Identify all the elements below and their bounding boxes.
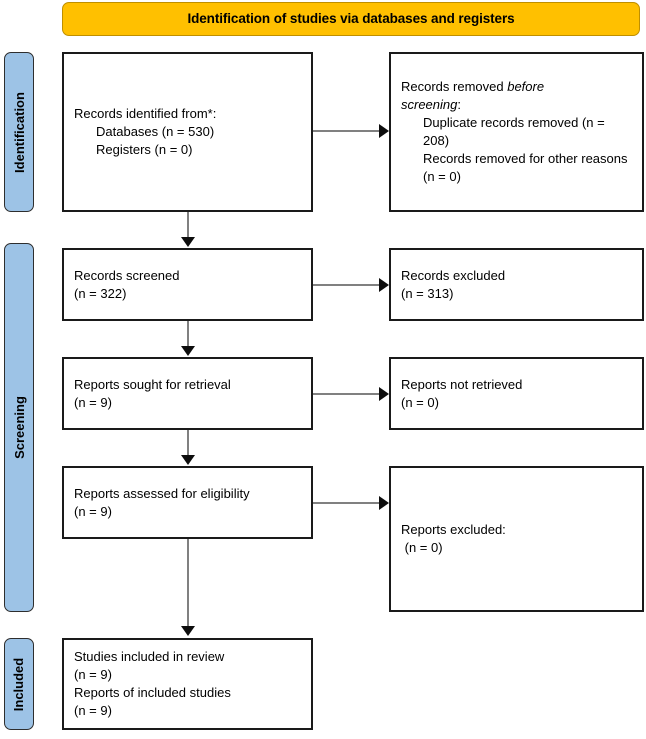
- reports-assessed-line1: Reports assessed for eligibility: [74, 485, 250, 501]
- connector-sought-to-not-retrieved-arrowhead: [379, 387, 389, 401]
- box-reports-excluded: Reports excluded: (n = 0): [389, 466, 644, 612]
- records-identified-line2: Databases (n = 530): [96, 124, 215, 139]
- connector-sought-to-assessed-line: [187, 430, 189, 456]
- connector-assessed-to-included-line: [187, 539, 189, 627]
- stage-bar-included: Included: [4, 638, 34, 730]
- connector-assessed-to-included-arrowhead: [181, 626, 195, 636]
- records-identified-line3: Registers (n = 0): [96, 142, 193, 157]
- records-removed-lead-italic-2: screening: [401, 97, 458, 112]
- records-removed-lead-colon: :: [457, 97, 461, 112]
- connector-screened-to-sought-arrowhead: [181, 346, 195, 356]
- records-removed-text: Records removed before screening: Duplicat…: [391, 78, 642, 186]
- records-screened-text: Records screened (n = 322): [64, 267, 311, 303]
- connector-assessed-to-excluded-line: [313, 502, 382, 504]
- stage-label-screening: Screening: [11, 396, 27, 459]
- connector-assessed-to-excluded-arrowhead: [379, 496, 389, 510]
- connector-sought-to-assessed-arrowhead: [181, 455, 195, 465]
- reports-assessed-line2: (n = 9): [74, 503, 112, 519]
- box-reports-assessed: Reports assessed for eligibility (n = 9): [62, 466, 313, 539]
- records-screened-line1: Records screened: [74, 267, 180, 283]
- stage-label-identification: Identification: [11, 91, 27, 173]
- studies-included-line2: (n = 9): [74, 667, 112, 682]
- studies-included-text: Studies included in review (n = 9) Reports…: [64, 648, 311, 720]
- reports-sought-text: Reports sought for retrieval (n = 9): [64, 376, 311, 412]
- connector-screened-to-sought-line: [187, 321, 189, 347]
- box-records-excluded: Records excluded (n = 313): [389, 248, 644, 321]
- studies-included-line3: Reports of included studies: [74, 685, 231, 700]
- stage-bar-screening: Screening: [4, 243, 34, 612]
- studies-included-line4: (n = 9): [74, 703, 112, 718]
- records-removed-item1: Duplicate records removed (n = 208): [423, 115, 609, 148]
- connector-identified-to-screened-arrowhead: [181, 237, 195, 247]
- box-studies-included: Studies included in review (n = 9) Reports…: [62, 638, 313, 730]
- stage-bar-identification: Identification: [4, 52, 34, 212]
- reports-not-retrieved-line1: Reports not retrieved: [401, 376, 523, 392]
- reports-assessed-text: Reports assessed for eligibility (n = 9): [64, 485, 311, 521]
- records-excluded-line1: Records excluded: [401, 267, 506, 283]
- reports-not-retrieved-line2: (n = 0): [401, 394, 439, 410]
- connector-identified-to-removed-arrowhead: [379, 124, 389, 138]
- records-screened-line2: (n = 322): [74, 285, 127, 301]
- records-excluded-line2: (n = 313): [401, 285, 454, 301]
- studies-included-line1: Studies included in review: [74, 649, 225, 664]
- stage-label-included: Included: [11, 657, 27, 711]
- records-identified-line1: Records identified from*:: [74, 106, 217, 121]
- records-removed-lead-normal: Records removed: [401, 79, 508, 94]
- box-reports-sought: Reports sought for retrieval (n = 9): [62, 357, 313, 430]
- diagram-banner: Identification of studies via databases …: [62, 2, 640, 36]
- reports-sought-line1: Reports sought for retrieval: [74, 376, 231, 392]
- records-identified-text: Records identified from*: Databases (n = …: [64, 105, 311, 159]
- reports-excluded-text: Reports excluded: (n = 0): [391, 521, 642, 557]
- banner-title: Identification of studies via databases …: [187, 10, 515, 26]
- records-excluded-text: Records excluded (n = 313): [391, 267, 642, 303]
- connector-identified-to-removed-line: [313, 130, 382, 132]
- reports-not-retrieved-text: Reports not retrieved (n = 0): [391, 376, 642, 412]
- records-removed-item2: Records removed for other reasons (n = 0…: [423, 151, 632, 184]
- reports-excluded-line1: Reports excluded:: [401, 522, 506, 537]
- box-records-removed: Records removed before screening: Duplicat…: [389, 52, 644, 212]
- connector-sought-to-not-retrieved-line: [313, 393, 382, 395]
- reports-sought-line2: (n = 9): [74, 394, 112, 410]
- connector-screened-to-excluded-arrowhead: [379, 278, 389, 292]
- connector-identified-to-screened-line: [187, 212, 189, 240]
- reports-excluded-line2: (n = 0): [401, 540, 443, 555]
- box-records-identified: Records identified from*: Databases (n = …: [62, 52, 313, 212]
- box-reports-not-retrieved: Reports not retrieved (n = 0): [389, 357, 644, 430]
- records-removed-lead-italic-1: before: [507, 79, 545, 94]
- box-records-screened: Records screened (n = 322): [62, 248, 313, 321]
- connector-screened-to-excluded-line: [313, 284, 382, 286]
